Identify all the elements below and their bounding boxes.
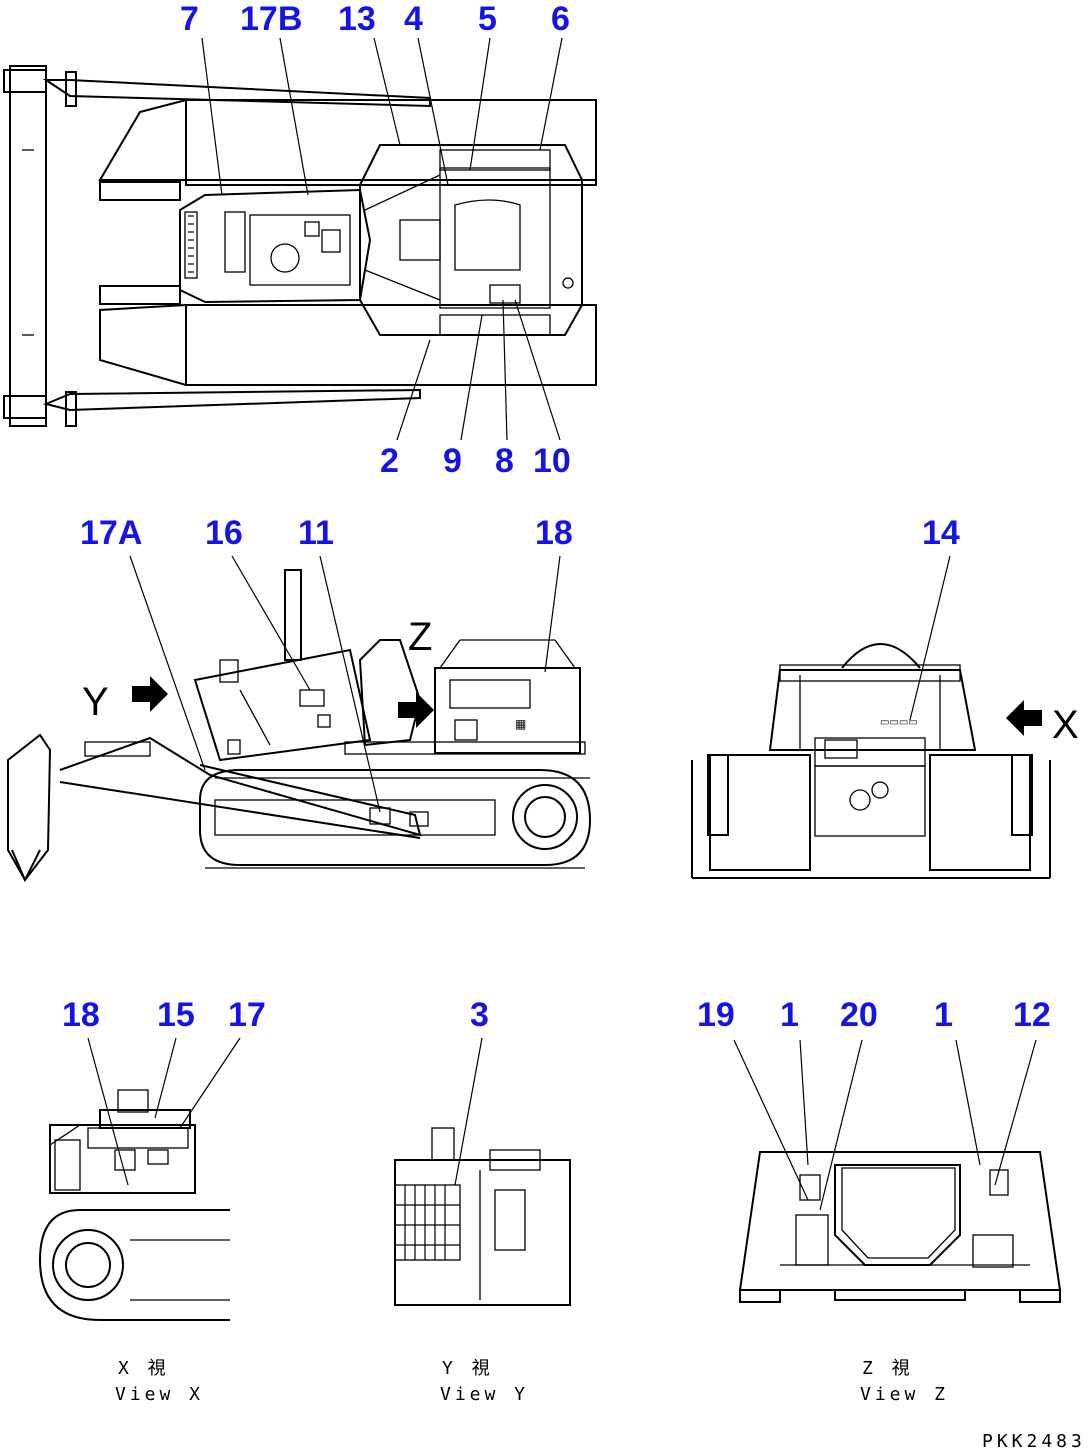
caption-view-y-jp: Y 視 [442,1358,494,1379]
callout-top-9: 9 [443,442,462,480]
caption-view-y-en: View Y [440,1384,529,1405]
view-x-arrow-icon [1006,700,1042,736]
side-view-callouts: 17A 16 11 18 [80,514,573,813]
callout-top-10: 10 [533,442,571,480]
callout-top-6: 6 [551,0,570,38]
view-x-callouts: 18 15 17 [62,996,266,1186]
view-y-callouts: 3 [454,996,489,1186]
view-y-letter: Y [82,680,109,724]
callout-top-4: 4 [404,0,423,38]
callout-viewx-17: 17 [228,996,266,1034]
callout-viewz-1b: 1 [934,996,953,1034]
view-y-drawing [394,1127,571,1306]
view-z-letter: Z [408,615,432,659]
rear-view-drawing: ▭▭▭▭ [691,643,1051,879]
side-view-drawing: ▦ [7,569,592,883]
callout-top-7: 7 [180,0,199,38]
callout-side-17a: 17A [80,514,142,552]
callout-top-2: 2 [380,442,399,480]
side-view-plate-mark: ▦ [515,717,526,731]
callout-viewz-19: 19 [697,996,735,1034]
callout-viewz-1a: 1 [780,996,799,1034]
caption-view-z-jp: Z 視 [862,1358,914,1379]
rear-view-arrows: X [1006,700,1079,747]
view-z-drawing [738,1151,1062,1303]
callout-viewy-3: 3 [470,996,489,1034]
view-x-letter: X [1052,703,1079,747]
callout-side-18: 18 [535,514,573,552]
view-y-arrow-icon [132,676,168,712]
callout-top-5: 5 [478,0,497,38]
callout-top-8: 8 [495,442,514,480]
caption-view-x-jp: X 視 [118,1358,170,1379]
callout-viewx-15: 15 [157,996,195,1034]
view-z-arrow-icon [398,692,434,728]
side-view-arrows: Y Z [82,615,434,728]
caption-view-z-en: View Z [860,1384,949,1405]
top-view-callouts: 7 17B 13 4 5 6 2 9 8 10 [180,0,571,480]
drawing-code: PKK2483 [982,1431,1086,1452]
callout-top-13: 13 [338,0,376,38]
callout-side-11: 11 [298,514,334,552]
callout-viewz-20: 20 [840,996,878,1034]
callout-side-16: 16 [205,514,243,552]
top-view-drawing [3,65,597,427]
view-captions: X 視 View X Y 視 View Y Z 視 View Z [115,1358,949,1405]
rear-view-plate-mark: ▭▭▭▭ [880,717,918,728]
callout-viewz-12: 12 [1013,996,1051,1034]
rear-view-callouts: 14 [909,514,960,721]
caption-view-x-en: View X [115,1384,204,1405]
view-z-callouts: 19 1 20 1 12 [697,996,1051,1211]
callout-viewx-18: 18 [62,996,100,1034]
callout-rear-14: 14 [922,514,960,552]
callout-top-17b: 17B [240,0,302,38]
view-x-drawing [39,1089,230,1321]
